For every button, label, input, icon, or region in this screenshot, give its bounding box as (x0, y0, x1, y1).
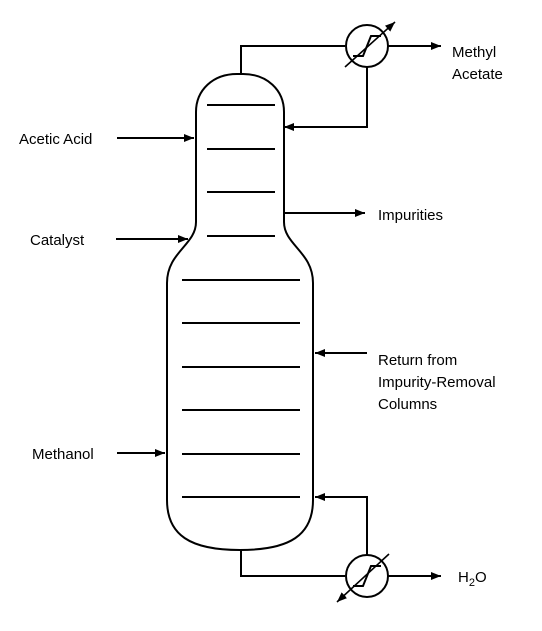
water-label-o: O (475, 569, 487, 586)
acetate-label: Acetate (452, 66, 503, 83)
condenser (344, 21, 396, 68)
methyl-label: Methyl (452, 44, 496, 61)
boilup-line (315, 493, 368, 555)
return-label-line1: Return from (378, 352, 457, 369)
overhead-vapor-line (240, 45, 345, 74)
water-label: H2O (458, 569, 487, 589)
reflux-line (284, 67, 368, 131)
methanol-label: Methanol (32, 446, 94, 463)
water-label-h: H (458, 569, 469, 586)
water-label-sub: 2 (469, 577, 475, 589)
impurities-label: Impurities (378, 207, 443, 224)
return-label-line2: Impurity-Removal (378, 374, 496, 391)
distillation-column (166, 73, 314, 552)
reboiler (336, 553, 390, 603)
return-label-line3: Columns (378, 396, 437, 413)
bottoms-line (240, 550, 345, 577)
acetic-acid-label: Acetic Acid (19, 131, 92, 148)
catalyst-label: Catalyst (30, 232, 85, 249)
